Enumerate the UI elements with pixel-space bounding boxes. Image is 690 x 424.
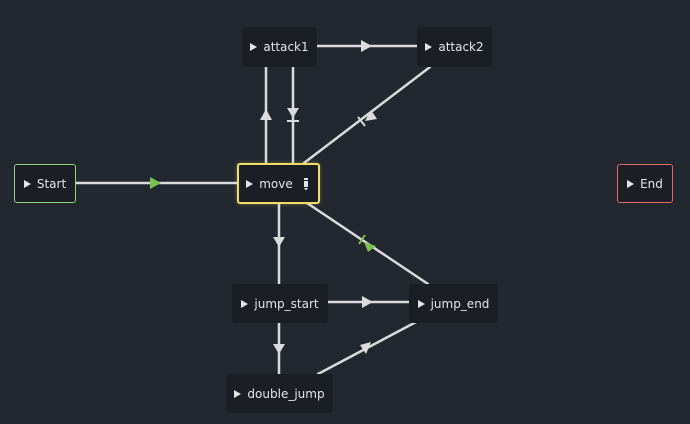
state-node-label: double_jump	[247, 386, 325, 401]
state-node-label: jump_start	[254, 296, 319, 311]
state-node-move[interactable]: move	[237, 163, 320, 204]
transition-marker-jump-end-double-jump[interactable]	[360, 342, 371, 354]
transition-marker-start-move[interactable]	[150, 177, 161, 189]
play-icon	[250, 43, 258, 51]
state-node-label: move	[259, 176, 293, 191]
play-icon	[627, 179, 635, 188]
state-node-label: attack2	[438, 40, 484, 54]
play-icon	[417, 299, 425, 308]
state-node-attack1[interactable]: attack1	[242, 27, 317, 67]
play-icon	[425, 43, 433, 51]
transition-marker-move-attack1[interactable]	[260, 109, 272, 120]
transition-marker-move-jump-start[interactable]	[273, 237, 285, 247]
transition-markers	[150, 40, 377, 354]
state-node-attack2[interactable]: attack2	[417, 27, 492, 67]
edit-pencil-icon[interactable]	[301, 177, 311, 191]
state-node-jump-end[interactable]: jump_end	[409, 284, 498, 323]
transition-marker-attack1-move[interactable]	[287, 108, 299, 118]
state-node-end[interactable]: End	[617, 164, 673, 203]
play-icon	[234, 389, 242, 398]
edge-attack2-move	[302, 65, 432, 165]
play-icon	[246, 179, 254, 188]
play-icon	[241, 299, 249, 308]
transition-stop-bar-move-jump-end	[358, 234, 366, 245]
play-icon	[23, 179, 31, 188]
transition-marker-jump-start-jump-end[interactable]	[362, 296, 373, 308]
transition-marker-move-jump-end[interactable]	[364, 242, 376, 252]
transition-marker-jump-start-double-jump[interactable]	[273, 344, 285, 354]
transition-marker-attack2-move[interactable]	[365, 110, 377, 121]
state-node-jump-start[interactable]: jump_start	[232, 284, 328, 323]
state-node-label: Start	[36, 176, 67, 191]
state-node-label: attack1	[263, 40, 309, 54]
state-node-label: End	[640, 176, 663, 191]
transition-stop-bar-attack2-move	[357, 116, 366, 127]
state-node-start[interactable]: Start	[14, 164, 76, 203]
state-node-double-jump[interactable]: double_jump	[226, 374, 333, 413]
state-node-label: jump_end	[430, 296, 490, 311]
transition-marker-attack1-attack2[interactable]	[361, 40, 372, 52]
